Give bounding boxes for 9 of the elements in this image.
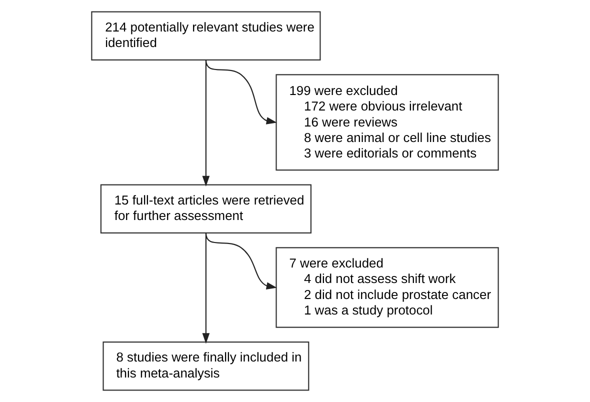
- node-box: 15 full-text articles were retrieved for further assessment: [100, 184, 312, 234]
- node-box: 214 potentially relevant studies were identified: [91, 11, 321, 60]
- node-box: 8 studies were finally included in this meta-analysis: [102, 342, 310, 391]
- arrow: [202, 233, 210, 344]
- arrow: [205, 60, 277, 124]
- arrow: [205, 232, 277, 290]
- node-box: 199 were excluded 172 were obvious irrelevant 16 were reviews 8 were animal or cell line studies 3 were editorials or comments: [276, 74, 499, 171]
- node-box: 7 were excluded 4 did not assess shift work 2 did not include prostate cancer 1 was a study protocol: [276, 247, 499, 328]
- arrow: [202, 60, 210, 186]
